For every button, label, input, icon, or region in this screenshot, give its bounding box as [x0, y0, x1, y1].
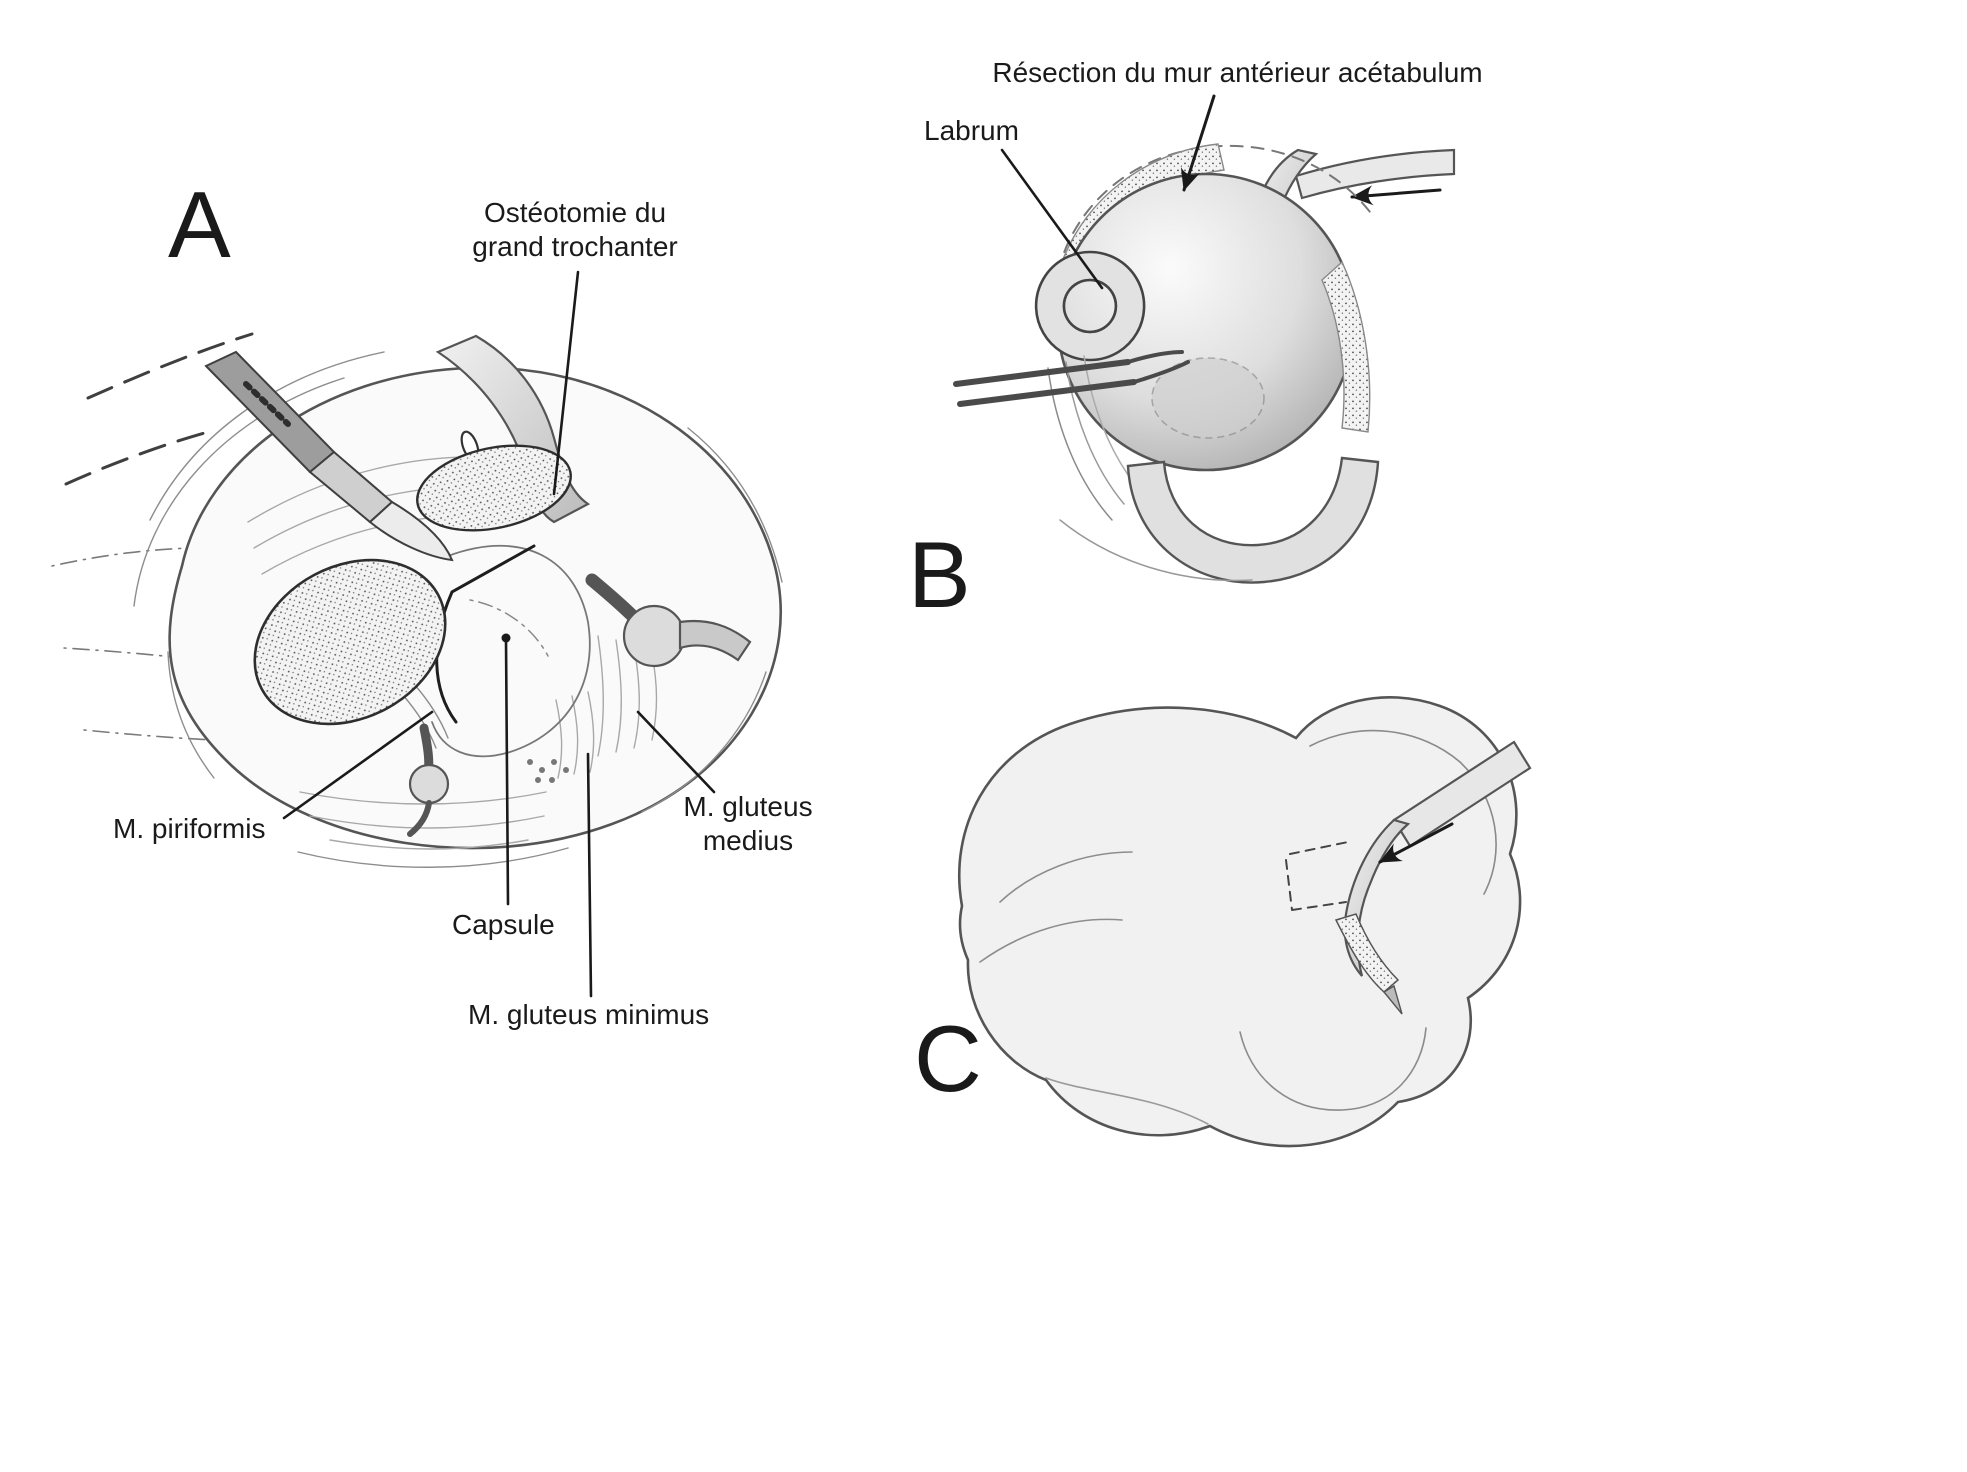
grasping-instrument [953, 350, 1190, 407]
hip-bone [957, 695, 1522, 1148]
leader-labrum [1000, 148, 1104, 290]
panel-b-arrow [1350, 185, 1442, 206]
greater-trochanter-fragment [253, 558, 447, 726]
leader-gluteus-medius [636, 710, 716, 794]
label-osteotomie: Ostéotomie du grand trochanter [472, 197, 678, 263]
leader-gluteus-minimus [586, 752, 593, 998]
scalpel [204, 350, 454, 562]
panel-c-arrow [1378, 822, 1454, 864]
label-capsule: Capsule [452, 909, 555, 940]
inferior-retractor [1126, 456, 1380, 584]
osteotomy-fragment [416, 444, 572, 532]
panel-c-letter: C [914, 1006, 982, 1111]
panel-a-letter: A [168, 172, 231, 277]
panel-c-illustration [957, 695, 1532, 1148]
leader-lines [282, 94, 1216, 998]
right-retractor [585, 573, 752, 668]
leader-piriformis [282, 710, 434, 820]
leader-capsule-dot [501, 633, 511, 643]
label-resection: Résection du mur antérieur acétabulum [992, 57, 1483, 88]
bottom-retractor [407, 723, 450, 837]
label-gluteus-minimus: M. gluteus minimus [468, 999, 710, 1030]
leader-capsule [504, 638, 510, 906]
wound-opening [168, 366, 782, 850]
capsule-dome [431, 544, 591, 758]
leader-osteotomie [552, 270, 580, 496]
label-gluteus-medius: M. gluteus medius [683, 791, 813, 857]
label-piriformis: M. piriformis [113, 813, 266, 844]
panel-b-letter: B [908, 522, 971, 627]
cancellous-bone-dots [527, 759, 569, 783]
panel-b-retractor [1294, 148, 1456, 200]
label-labrum: Labrum [924, 115, 1019, 146]
panel-a-illustration [51, 332, 783, 868]
leader-resection-arrow [1180, 94, 1216, 192]
panel-b-illustration [953, 143, 1456, 584]
